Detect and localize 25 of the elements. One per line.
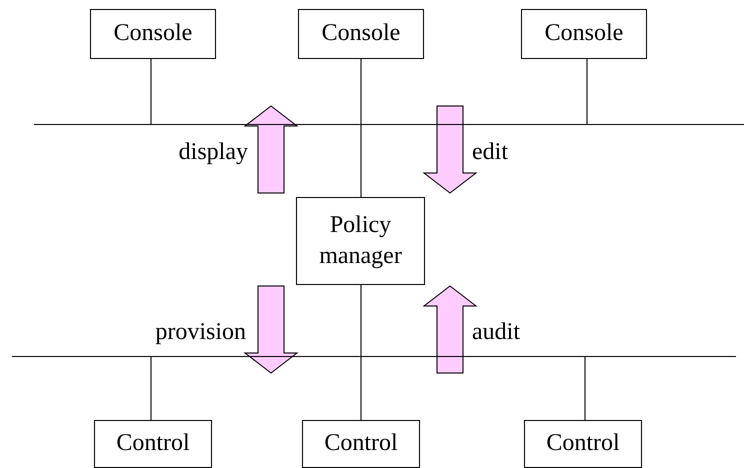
component-box: Policy manager	[296, 197, 425, 285]
block-arrow	[244, 105, 298, 194]
component-box: Control	[524, 420, 642, 468]
component-box: Console	[90, 9, 216, 59]
edge-label: provision	[155, 320, 246, 344]
bus-line	[12, 356, 736, 357]
edge-label: edit	[472, 140, 508, 164]
component-box: Control	[302, 420, 420, 468]
block-arrow	[244, 286, 298, 374]
connector-line	[586, 58, 588, 124]
edge-label: display	[178, 140, 248, 164]
block-arrow	[422, 285, 478, 374]
component-box: Console	[298, 9, 424, 59]
connector-line	[360, 356, 362, 420]
block-arrow	[422, 106, 478, 194]
connector-line	[150, 356, 152, 420]
component-box: Control	[94, 420, 212, 468]
bus-line	[34, 124, 744, 125]
component-box: Console	[521, 9, 647, 59]
connector-line	[150, 58, 152, 124]
connector-line	[360, 124, 362, 198]
edge-label: audit	[472, 320, 520, 344]
connector-line	[360, 58, 362, 124]
connector-line	[584, 356, 586, 420]
connector-line	[360, 284, 362, 356]
